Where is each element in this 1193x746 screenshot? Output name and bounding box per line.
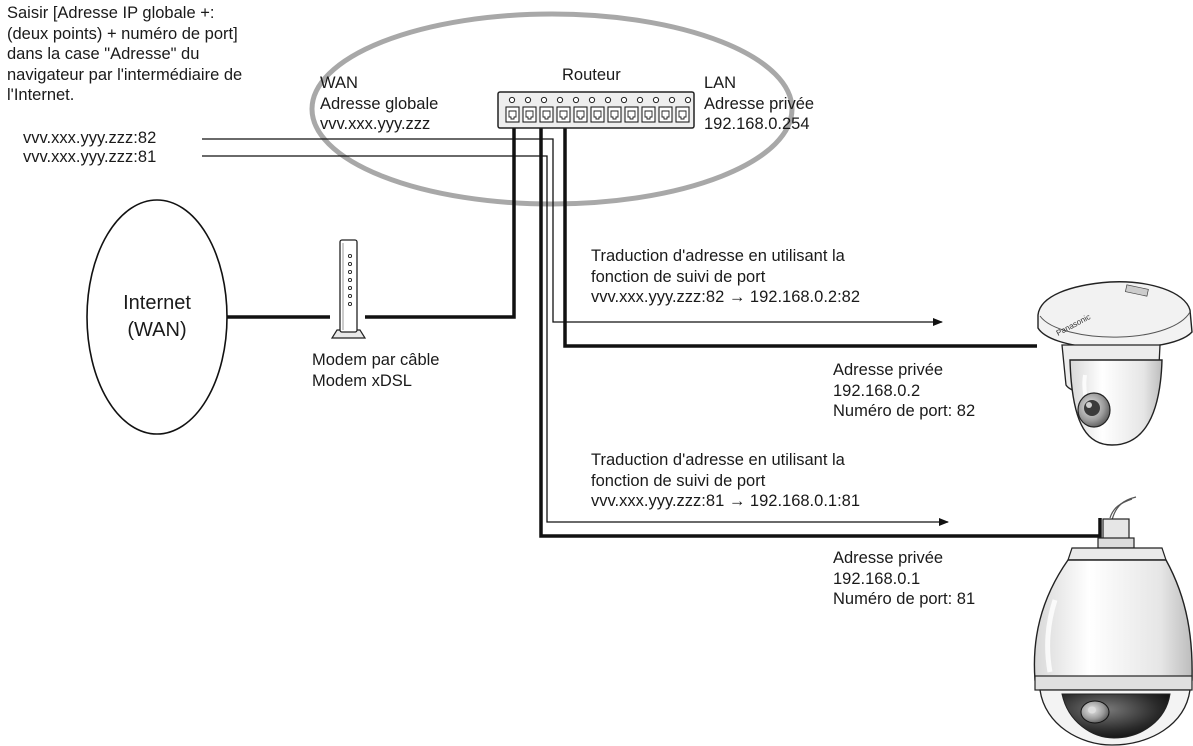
lan-line: 192.168.0.254 [704, 114, 814, 135]
lan-line: LAN [704, 73, 814, 94]
url-81-label: vvv.xxx.yyy.zzz:81 [23, 147, 156, 168]
camera-82-cable [565, 117, 1037, 346]
instruction-line: Saisir [Adresse IP globale +: [7, 3, 242, 24]
translation-82-line: fonction de suivi de port [591, 267, 860, 288]
camera-82-line: Adresse privée [833, 360, 975, 381]
wan-line: WAN [320, 73, 438, 94]
instruction-text: Saisir [Adresse IP globale +: (deux poin… [7, 3, 242, 106]
camera-81-icon [1034, 497, 1192, 745]
router-title: Routeur [562, 65, 621, 86]
instruction-line: navigateur par l'intermédiaire de [7, 65, 242, 86]
wan-line: vvv.xxx.yyy.zzz [320, 114, 438, 135]
instruction-line: dans la case "Adresse" du [7, 44, 242, 65]
camera-81-address: Adresse privée 192.168.0.1 Numéro de por… [833, 548, 975, 610]
translation-81-text: Traduction d'adresse en utilisant la fon… [591, 450, 860, 512]
camera-82-line: 192.168.0.2 [833, 381, 975, 402]
modem-line: Modem par câble [312, 350, 439, 371]
camera-81-line: Adresse privée [833, 548, 975, 569]
translation-81-line: vvv.xxx.yyy.zzz:81 → 192.168.0.1:81 [591, 491, 860, 512]
translation-81-line: fonction de suivi de port [591, 471, 860, 492]
modem-line: Modem xDSL [312, 371, 439, 392]
url-82-label: vvv.xxx.yyy.zzz:82 [23, 128, 156, 149]
instruction-line: l'Internet. [7, 85, 242, 106]
modem-icon [332, 240, 365, 338]
translation-82-line: Traduction d'adresse en utilisant la [591, 246, 860, 267]
camera-81-line: 192.168.0.1 [833, 569, 975, 590]
internet-line: Internet [102, 290, 212, 317]
instruction-line: (deux points) + numéro de port] [7, 24, 242, 45]
wan-line: Adresse globale [320, 94, 438, 115]
camera-82-icon: Panasonic [1038, 282, 1192, 445]
translation-82-text: Traduction d'adresse en utilisant la fon… [591, 246, 860, 308]
internet-label: Internet (WAN) [102, 290, 212, 344]
internet-line: (WAN) [102, 317, 212, 344]
translation-81-line: Traduction d'adresse en utilisant la [591, 450, 860, 471]
camera-82-line: Numéro de port: 82 [833, 401, 975, 422]
router-icon [498, 92, 694, 128]
translation-82-line: vvv.xxx.yyy.zzz:82 → 192.168.0.2:82 [591, 287, 860, 308]
wan-cable [365, 117, 514, 317]
lan-line: Adresse privée [704, 94, 814, 115]
camera-81-line: Numéro de port: 81 [833, 589, 975, 610]
wan-label: WAN Adresse globale vvv.xxx.yyy.zzz [320, 73, 438, 135]
modem-label: Modem par câble Modem xDSL [312, 350, 439, 391]
camera-82-address: Adresse privée 192.168.0.2 Numéro de por… [833, 360, 975, 422]
lan-label: LAN Adresse privée 192.168.0.254 [704, 73, 814, 135]
